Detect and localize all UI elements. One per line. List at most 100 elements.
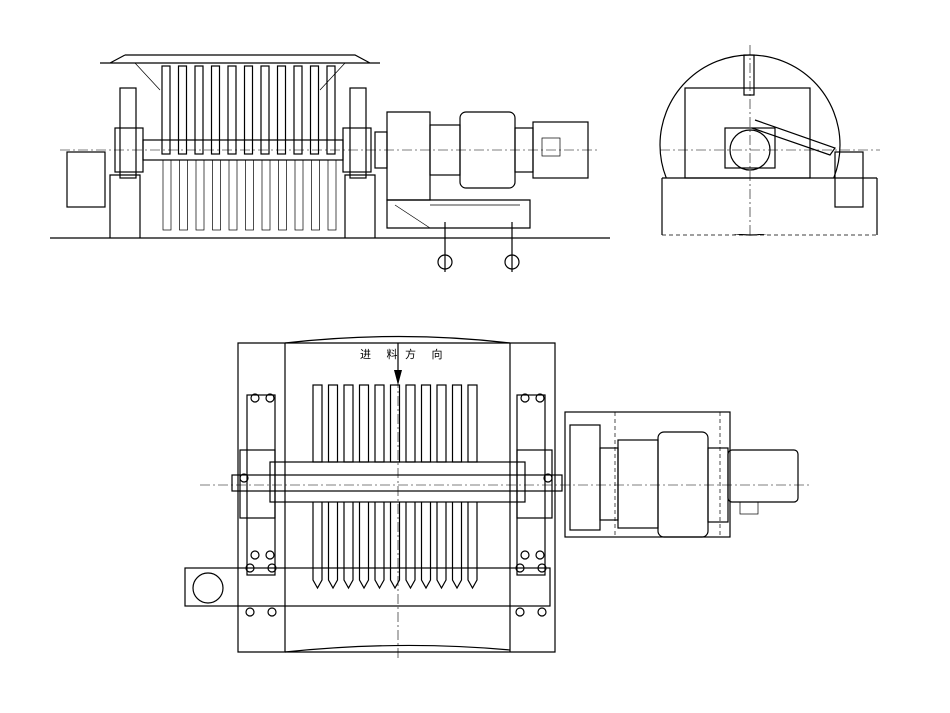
side-support-block xyxy=(834,151,864,208)
plan-view xyxy=(184,335,810,660)
hammer-plate xyxy=(161,65,171,155)
drive-base xyxy=(386,199,531,229)
side-frame xyxy=(684,87,811,179)
bolt-icon xyxy=(267,607,277,617)
left-foundation xyxy=(109,174,141,238)
grate-bar xyxy=(311,159,320,231)
upper-grate-bar xyxy=(312,384,323,463)
bolt-icon xyxy=(267,563,277,573)
lower-grate-bar xyxy=(312,502,323,590)
hammer-plate xyxy=(260,65,270,155)
left-bearing-housing xyxy=(239,449,276,519)
bolt-icon xyxy=(245,607,255,617)
cross-beam xyxy=(184,567,551,607)
bolt-icon xyxy=(535,550,545,560)
feed-arrow-head-icon xyxy=(394,370,402,385)
grate-bar xyxy=(228,159,238,231)
grate-plates xyxy=(161,65,337,231)
anchor-bolt-left xyxy=(437,222,453,272)
right-bearing-housing xyxy=(516,449,553,519)
beam-pivot xyxy=(192,572,224,604)
lower-grate-plates xyxy=(312,502,478,590)
channel-outline xyxy=(284,335,511,653)
lower-grate-bar xyxy=(436,502,447,590)
bolt-icon xyxy=(250,550,260,560)
rotor-body xyxy=(269,461,526,503)
frame-braces xyxy=(134,62,346,91)
right-foundation xyxy=(344,174,376,238)
motor-terminal-box xyxy=(541,137,561,157)
upper-grate-bar xyxy=(467,384,478,463)
bolt-icon xyxy=(265,393,275,403)
bolt-icon xyxy=(515,607,525,617)
hammer-plate xyxy=(293,65,303,155)
hammer-plate xyxy=(243,65,254,155)
grate-bar xyxy=(212,159,221,231)
bolt-icon xyxy=(543,473,553,483)
grate-bar xyxy=(294,159,304,231)
bolt-icon xyxy=(535,393,545,403)
bolt-icon xyxy=(520,550,530,560)
gear-reducer-housing xyxy=(386,111,431,201)
lower-grate-bar xyxy=(327,502,339,590)
upper-grate-bar xyxy=(327,384,339,463)
pit-outline xyxy=(237,342,556,653)
grate-bar xyxy=(162,159,172,231)
feed-chute xyxy=(751,119,836,156)
lower-grate-bar xyxy=(405,502,416,590)
hammer-plate xyxy=(276,65,287,155)
lower-grate-bar xyxy=(467,502,478,590)
plan-reducer xyxy=(657,431,709,538)
plan-coupling-housing xyxy=(569,424,601,531)
base-hidden-lines xyxy=(614,412,721,537)
grate-bar xyxy=(179,159,188,231)
left-pedestal xyxy=(119,87,137,179)
right-pedestal xyxy=(349,87,367,179)
upper-grate-bar xyxy=(374,384,385,463)
grate-bar xyxy=(245,159,254,231)
bearing-block xyxy=(724,127,776,169)
plan-motor xyxy=(727,449,799,503)
bolt-icon xyxy=(250,393,260,403)
grate-bar xyxy=(278,159,287,231)
rotor-shaft xyxy=(142,139,344,161)
grate-bar xyxy=(327,159,337,231)
bolt-icon xyxy=(245,563,255,573)
plan-reducer-part xyxy=(617,439,659,529)
bearing-circle xyxy=(729,129,771,171)
bolt-icon xyxy=(520,393,530,403)
base-detail xyxy=(394,204,520,229)
upper-grate-bar xyxy=(420,384,432,463)
bolt-icon xyxy=(537,563,547,573)
bolt-icon xyxy=(239,473,249,483)
motor xyxy=(532,121,589,179)
upper-grate-bar xyxy=(343,384,354,463)
lower-grate-bar xyxy=(389,502,401,590)
lower-grate-bar xyxy=(358,502,370,590)
upper-grate-bar xyxy=(451,384,463,463)
bolts xyxy=(239,393,553,617)
top-frame xyxy=(100,54,380,64)
hammer-plate xyxy=(210,65,221,155)
anchor-bolt-right xyxy=(504,222,520,272)
feed-direction-label-left: 进 料 xyxy=(360,348,404,361)
front-elevation-view xyxy=(50,54,610,272)
upper-grate-plates xyxy=(312,384,478,463)
hammer-plate xyxy=(177,65,188,155)
feed-direction-label-right: 方 向 xyxy=(405,348,449,361)
left-support-block xyxy=(66,151,106,208)
bolt-icon xyxy=(515,563,525,573)
hammer-plate xyxy=(227,65,237,155)
lower-grate-bar xyxy=(451,502,463,590)
hammer-plate xyxy=(326,65,336,155)
lower-grate-bar xyxy=(420,502,432,590)
hammer-plate xyxy=(309,65,320,155)
side-view xyxy=(659,45,880,236)
lower-grate-bar xyxy=(343,502,354,590)
bolt-icon xyxy=(265,550,275,560)
drive-base-plate xyxy=(564,411,731,538)
hammer-plate xyxy=(194,65,204,155)
plan-motor-terminal-box xyxy=(739,501,759,515)
main-shaft xyxy=(231,474,563,492)
